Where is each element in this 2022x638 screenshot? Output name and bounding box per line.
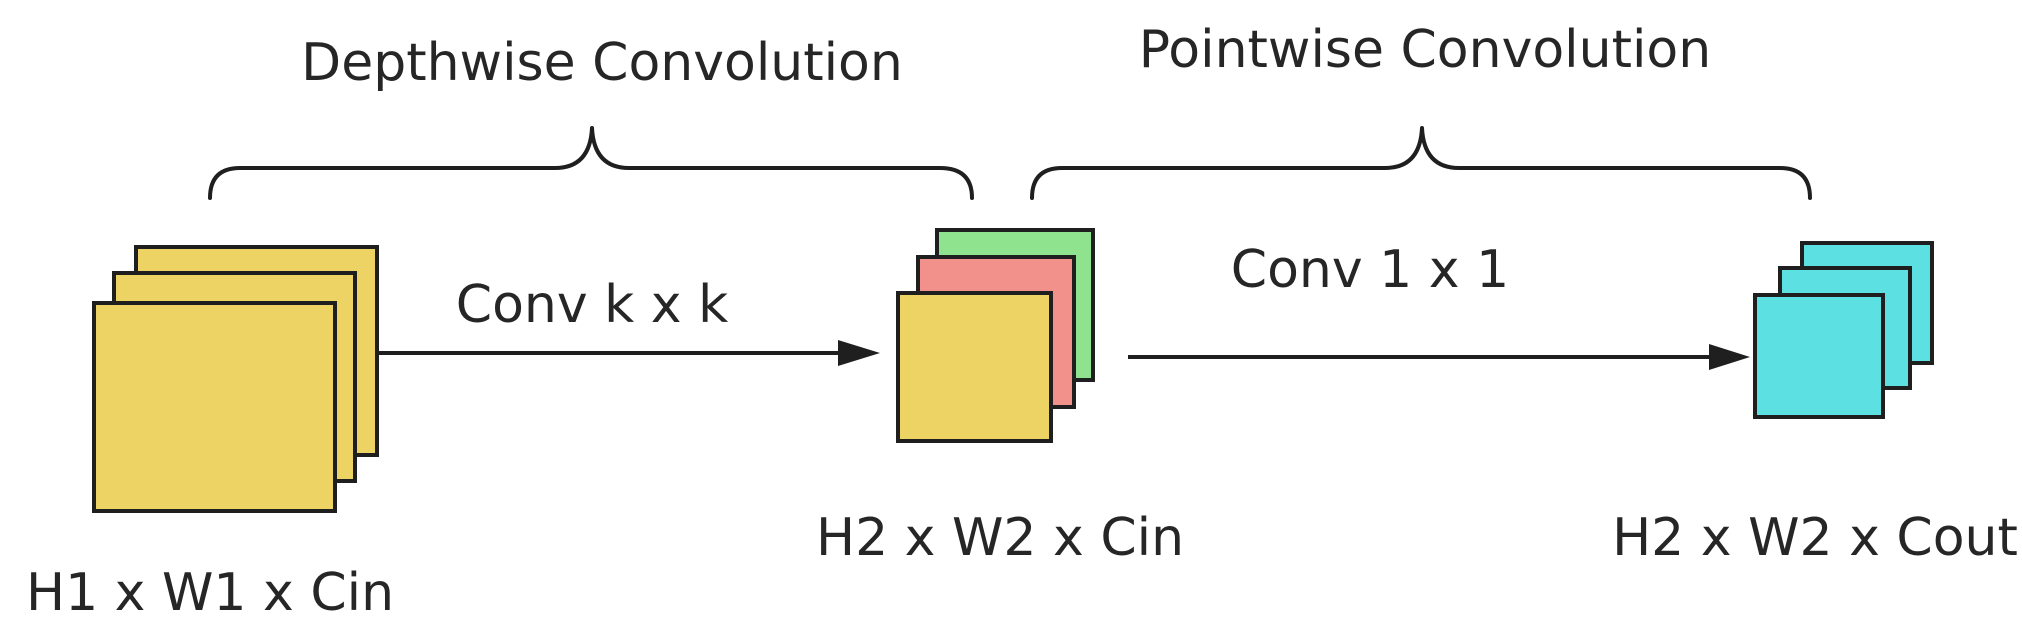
output-feature-maps: [1753, 241, 1934, 419]
output-shape-label: H2 x W2 x Cout: [1612, 508, 2018, 568]
conv-kxk-arrow: [378, 340, 880, 366]
middle-feature-map-yellow: [896, 291, 1053, 443]
input-feature-maps: [92, 245, 379, 513]
output-feature-map-front: [1753, 293, 1885, 419]
conv-1x1-label: Conv 1 x 1: [1231, 240, 1509, 300]
input-feature-map-front: [92, 301, 337, 513]
depthwise-brace: [208, 126, 974, 200]
middle-shape-label: H2 x W2 x Cin: [816, 508, 1184, 568]
conv-1x1-arrow: [1128, 344, 1750, 370]
conv-kxk-label: Conv k x k: [456, 275, 728, 335]
depthwise-output-feature-maps: [896, 228, 1095, 443]
pointwise-convolution-label: Pointwise Convolution: [1139, 20, 1711, 80]
depthwise-convolution-label: Depthwise Convolution: [301, 33, 903, 93]
pointwise-brace: [1030, 126, 1812, 200]
input-shape-label: H1 x W1 x Cin: [26, 563, 394, 623]
